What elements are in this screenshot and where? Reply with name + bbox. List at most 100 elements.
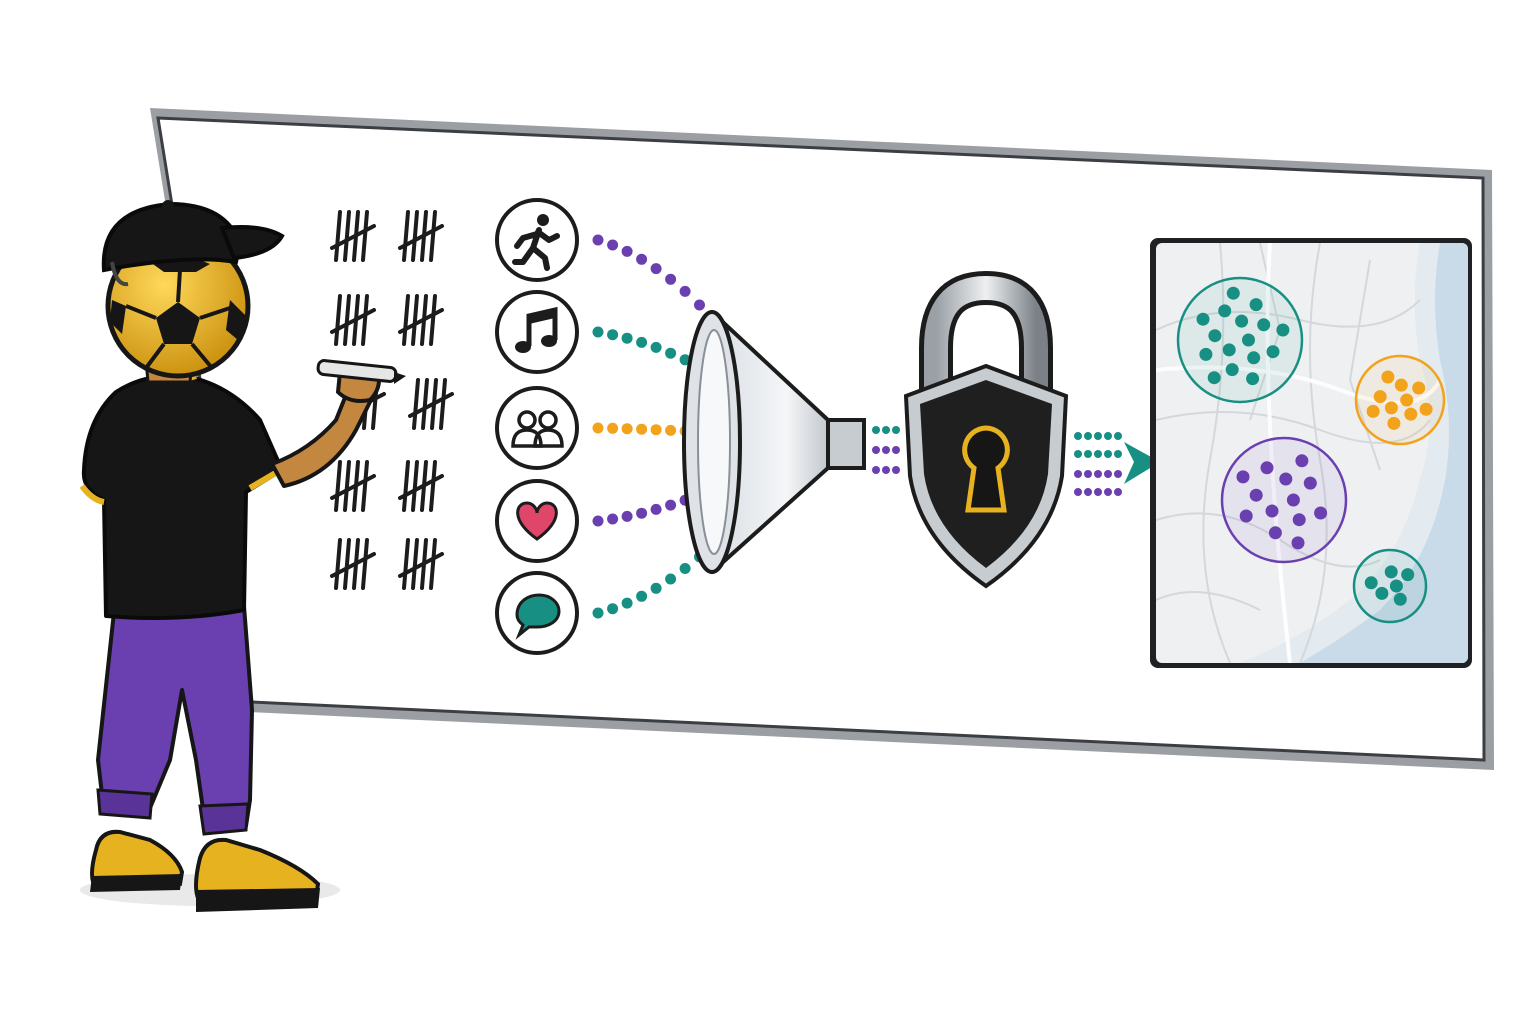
flow-dot — [892, 446, 900, 454]
flow-dot — [872, 466, 880, 474]
music-note-icon — [495, 290, 579, 374]
tally-mark — [334, 210, 342, 262]
flow-dot — [1104, 432, 1112, 440]
people-icon — [495, 386, 579, 470]
source-icons — [495, 198, 579, 655]
map-point — [1387, 416, 1401, 430]
map-icon — [1150, 238, 1472, 668]
flow-dot — [872, 426, 880, 434]
map-point — [1260, 461, 1274, 475]
map-point — [1393, 592, 1407, 606]
flow-dot — [607, 513, 619, 525]
map-point — [1366, 404, 1380, 418]
marker — [316, 359, 406, 384]
flow-dot — [1094, 450, 1102, 458]
map-point — [1207, 371, 1221, 385]
tally-strike — [398, 308, 444, 334]
flow-dot — [1074, 488, 1082, 496]
tally-group — [408, 378, 454, 430]
heart-icon — [495, 479, 579, 563]
map-cluster — [1176, 276, 1304, 404]
map-point — [1384, 401, 1398, 415]
map-point — [1314, 506, 1328, 520]
flow-dot — [650, 424, 662, 436]
flow-dot — [592, 515, 604, 527]
map-point — [1381, 370, 1395, 384]
tally-mark — [334, 460, 342, 512]
map-point — [1208, 329, 1222, 343]
tally-mark — [402, 538, 410, 590]
flow-dot — [1084, 432, 1092, 440]
flow-dot — [892, 466, 900, 474]
flow-dot — [636, 590, 648, 602]
map-point — [1292, 513, 1306, 527]
flow-dot — [1114, 450, 1122, 458]
map-cluster — [1220, 436, 1348, 564]
flow-dot — [882, 466, 890, 474]
flow-dot — [1104, 470, 1112, 478]
map-point — [1235, 314, 1249, 328]
tally-mark — [421, 378, 429, 430]
tally-mark — [411, 460, 419, 512]
flow-dot — [592, 607, 604, 619]
map-point — [1265, 504, 1279, 518]
flow-dot — [1114, 432, 1122, 440]
tally-mark — [334, 538, 342, 590]
flow-dot — [665, 499, 677, 511]
black-cap — [101, 200, 285, 287]
map-point — [1404, 407, 1418, 421]
map-point — [1249, 488, 1263, 502]
arrow-icon — [1124, 442, 1160, 484]
map-point — [1268, 526, 1282, 540]
tally-mark — [411, 210, 419, 262]
funnel-icon — [682, 310, 866, 574]
map-point — [1295, 454, 1309, 468]
tally-strike — [330, 474, 376, 500]
tally-strike — [398, 224, 444, 250]
flow-dot — [882, 446, 890, 454]
chat-bubble-icon — [495, 571, 579, 655]
flow-dot — [1084, 450, 1092, 458]
tally-mark — [361, 538, 369, 590]
flow-dot — [607, 603, 619, 615]
flow-dot — [650, 582, 662, 594]
flow-dot — [1074, 432, 1082, 440]
map-cluster — [1352, 548, 1428, 624]
map-point — [1242, 333, 1255, 347]
map-point — [1236, 470, 1250, 484]
map-point — [1199, 347, 1213, 361]
map-point — [1394, 378, 1408, 392]
tally-strike — [408, 392, 454, 418]
map-point — [1226, 286, 1240, 300]
tally-group — [330, 210, 376, 262]
tally-group — [398, 460, 444, 512]
running-person-icon — [495, 198, 579, 282]
flow-dot — [1094, 470, 1102, 478]
flow-dot — [694, 299, 705, 311]
map-point — [1218, 304, 1232, 318]
flow-dot — [679, 563, 691, 574]
map-point — [1276, 323, 1290, 337]
flow-dot — [1084, 488, 1092, 496]
flow-dot — [1094, 432, 1102, 440]
flow-dot — [892, 426, 900, 434]
tally-mark — [429, 460, 437, 512]
tally-mark — [343, 294, 351, 346]
flow-dot — [665, 347, 677, 359]
tally-group — [330, 538, 376, 590]
tally-group — [398, 538, 444, 590]
tally-mark — [402, 460, 410, 512]
tally-mark — [334, 294, 342, 346]
tally-group — [330, 294, 376, 346]
tally-mark — [361, 210, 369, 262]
tally-mark — [429, 294, 437, 346]
tally-mark — [429, 538, 437, 590]
flow-dot — [621, 332, 633, 344]
tally-strike — [398, 474, 444, 500]
map-point — [1412, 381, 1426, 395]
flow-dot — [636, 253, 648, 265]
flow-dot — [650, 503, 662, 515]
flow-dot — [621, 423, 633, 435]
flow-dot — [1114, 488, 1122, 496]
